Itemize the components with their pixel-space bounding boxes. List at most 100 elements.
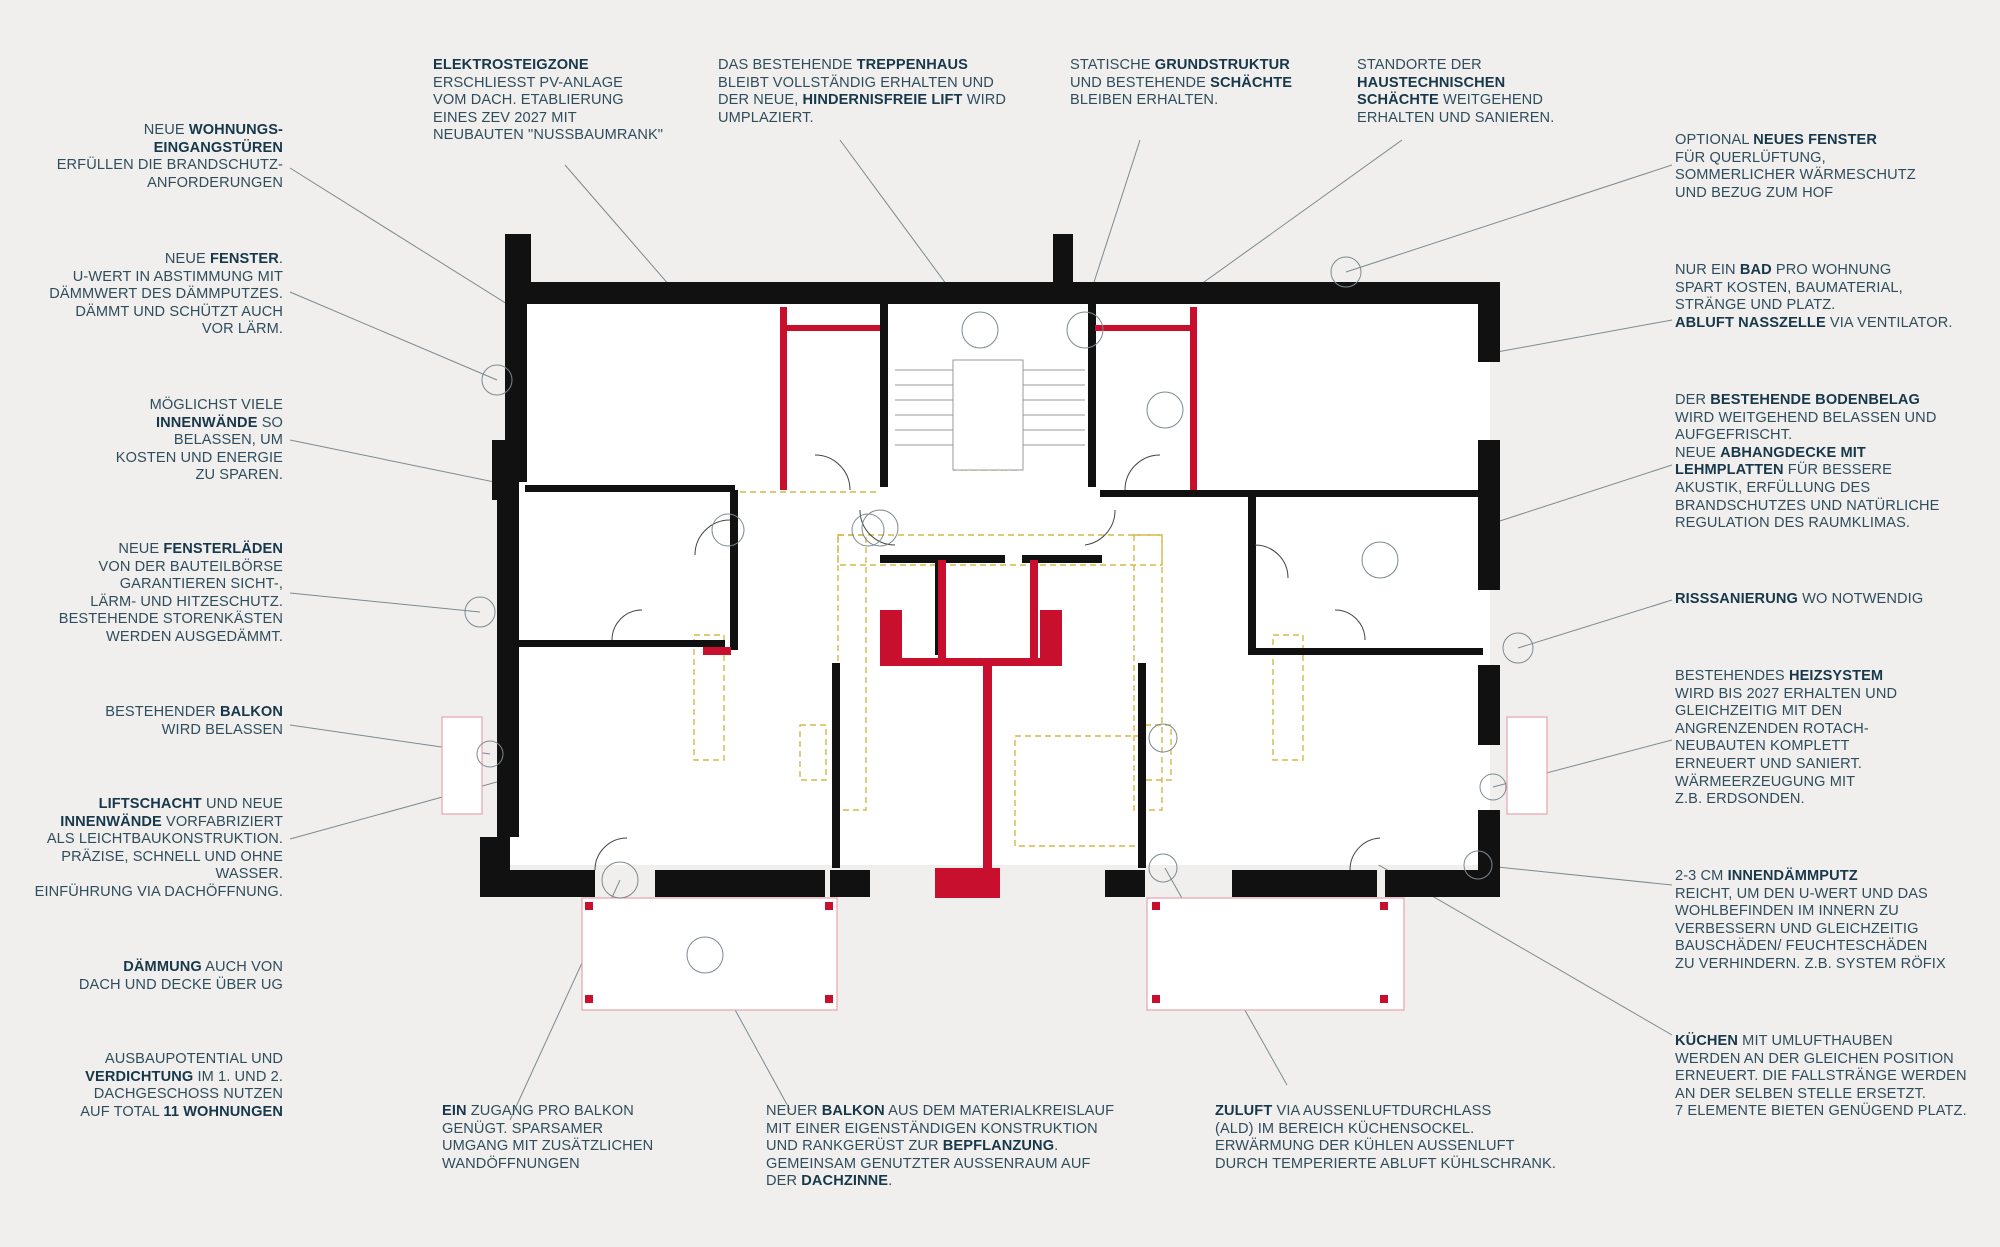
note-line: Brandschutzes und natürliche (1675, 498, 1939, 516)
note-line: erfüllen die Brandschutz- (57, 157, 283, 175)
note-keyword: Abluft Nasszelle (1675, 314, 1826, 331)
note-text: Präzise, schnell und ohne (61, 848, 283, 865)
note-line: wird belassen (105, 722, 283, 740)
note-text: Bestehende Storenkästen (58, 611, 283, 628)
note-keyword: Bepflanzung (942, 1138, 1055, 1155)
note-line: anforderungen (57, 175, 283, 193)
note-text: Wohlbefinden im Innern zu (1675, 903, 1899, 920)
marker-circles (464, 256, 1534, 974)
note-schaechte: Standorte derhaustechnischenSchächte wei… (1357, 57, 1554, 127)
note-line: durch temperierte Abluft Kühlschrank. (1215, 1156, 1556, 1174)
note-line: haustechnischen (1357, 75, 1554, 93)
note-keyword: Risssanierung (1675, 591, 1798, 607)
note-text: . (1054, 1138, 1059, 1155)
note-text: so (257, 414, 283, 431)
note-text: 2-3 cm (1675, 868, 1728, 884)
note-line: erhalten und sanieren. (1357, 110, 1554, 128)
note-line: Lärm- und Hitzeschutz. (59, 594, 283, 612)
note-text: angrenzenden Rotach- (1675, 720, 1869, 737)
note-kuechen: Küchen mit Umlufthaubenwerden an der gle… (1675, 1033, 1967, 1121)
note-line: Wärmeerzeugung mit (1675, 774, 1897, 792)
note-line: 2-3 cm Innendämmputz (1675, 868, 1946, 886)
note-line: Verdichtung im 1. und 2. (80, 1069, 283, 1087)
note-line: Optional neues Fenster (1675, 132, 1916, 150)
note-text: Regulation des Raumklimas. (1675, 515, 1911, 532)
note-text: gleichzeitig mit den (1675, 703, 1843, 720)
note-text: Stränge und Platz. (1675, 297, 1836, 314)
note-text: vom Dach. Etablierung (433, 92, 624, 109)
note-keyword: Schächte (1357, 92, 1439, 109)
note-line: an der selben Stelle ersetzt. (1675, 1086, 1967, 1104)
note-heizsystem: Bestehendes Heizsystemwird bis 2027 erha… (1675, 668, 1897, 809)
note-keyword: Dämmung (123, 959, 202, 975)
note-text: Erwärmung der kühlen Aussenluft (1215, 1138, 1515, 1155)
note-text: Bauschäden/ Feuchteschäden (1675, 938, 1928, 955)
note-line: Wasser. (35, 866, 283, 884)
balcony-existing-right (1506, 716, 1548, 815)
note-keyword: Wohnungs- (188, 122, 283, 138)
note-line: Möglichst viele (116, 397, 283, 415)
note-daemmung: Dämmung auch vonDach und Decke über UG (79, 959, 283, 994)
note-line: Lehmplatten für bessere (1675, 462, 1939, 480)
note-line: Dämmwert des Dämmputzes. (49, 286, 283, 304)
note-text: Lärm- und Hitzeschutz. (90, 593, 283, 610)
note-keyword: Schächte (1210, 74, 1293, 91)
note-line: verbessern und gleichzeitig (1675, 921, 1946, 939)
note-line: Regulation des Raumklimas. (1675, 515, 1939, 533)
note-line: U-Wert in Abstimmung mit (49, 269, 283, 287)
note-line: Präzise, schnell und ohne (35, 849, 283, 867)
note-line: Liftschacht und neue (35, 796, 283, 814)
note-text: spart Kosten, Baumaterial, (1675, 279, 1903, 296)
note-keyword: Verdichtung (85, 1068, 194, 1085)
note-text: Wärmeerzeugung mit (1675, 773, 1856, 790)
note-line: Neubauten komplett (1675, 738, 1897, 756)
note-line: wird weitgehend belassen und (1675, 410, 1939, 428)
note-neues-fenster: Optional neues Fensterfür Querlüftung,so… (1675, 132, 1916, 202)
note-line: bleibt vollständig erhalten und (718, 75, 1006, 93)
note-text: . (278, 251, 283, 267)
note-line: Innenwände so (116, 415, 283, 433)
note-bad: Nur ein Bad pro Wohnungspart Kosten, Bau… (1675, 262, 1953, 332)
note-line: Zuluft via Aussenluftdurchlass (1215, 1103, 1556, 1121)
note-text: Neuer (766, 1103, 822, 1119)
note-line: Neue Wohnungs- (57, 122, 283, 140)
note-text: zu sparen. (195, 467, 283, 484)
note-text: mit einer eigenständigen Konstruktion (766, 1120, 1098, 1137)
note-text: (ALD) im Bereich Küchensockel. (1215, 1120, 1475, 1137)
note-line: zu verhindern. z.B. System Röfix (1675, 956, 1946, 974)
note-keyword: Zuluft (1215, 1103, 1273, 1119)
note-text: weitgehend (1438, 92, 1543, 109)
note-text: Dach und Decke über UG (78, 976, 283, 993)
note-text: von der Bauteilbörse (98, 558, 283, 575)
note-keyword: 11 Wohnungen (163, 1103, 283, 1120)
balcony-existing-left (441, 716, 483, 815)
note-line: erschliesst PV-Anlage (433, 75, 663, 93)
note-text: sommerlicher Wärmeschutz (1675, 167, 1916, 184)
note-text: wo notwendig (1797, 591, 1924, 607)
note-text: für Querlüftung, (1675, 149, 1826, 166)
note-risssanierung: Risssanierung wo notwendig (1675, 591, 1923, 609)
note-line: Risssanierung wo notwendig (1675, 591, 1923, 609)
note-text: Dämmwert des Dämmputzes. (49, 286, 283, 303)
note-text: Bestehendes (1675, 668, 1789, 684)
note-text: wird belassen (161, 721, 283, 738)
note-text: erneuert. Die Fallstränge werden (1675, 1068, 1967, 1085)
note-zuluft: Zuluft via Aussenluftdurchlass(ALD) im B… (1215, 1103, 1556, 1173)
note-text: aus dem Materialkreislauf (884, 1103, 1115, 1119)
note-line: zu sparen. (116, 467, 283, 485)
note-line: Das bestehende Treppenhaus (718, 57, 1006, 75)
note-keyword: Treppenhaus (856, 57, 968, 73)
note-text: erfüllen die Brandschutz- (56, 157, 283, 174)
note-keyword: Lehmplatten (1675, 462, 1784, 479)
note-neuer-balkon: Neuer Balkon aus dem Materialkreislaufmi… (766, 1103, 1114, 1191)
note-line: Dach und Decke über UG (79, 977, 283, 995)
note-keyword: Abhangdecke mit (1720, 444, 1866, 461)
note-text: wird weitgehend belassen und (1675, 409, 1937, 426)
note-balkon-bestehend: Bestehender Balkonwird belassen (105, 704, 283, 739)
note-text: Neubauten "Nussbaumrank" (433, 127, 664, 144)
note-line: Umgang mit zusätzlichen (442, 1138, 653, 1156)
note-line: Dachgeschoss nutzen (80, 1086, 283, 1104)
note-keyword: Fensterläden (163, 541, 283, 557)
note-keyword: Liftschacht (98, 796, 202, 812)
note-text: Möglichst viele (149, 397, 283, 413)
